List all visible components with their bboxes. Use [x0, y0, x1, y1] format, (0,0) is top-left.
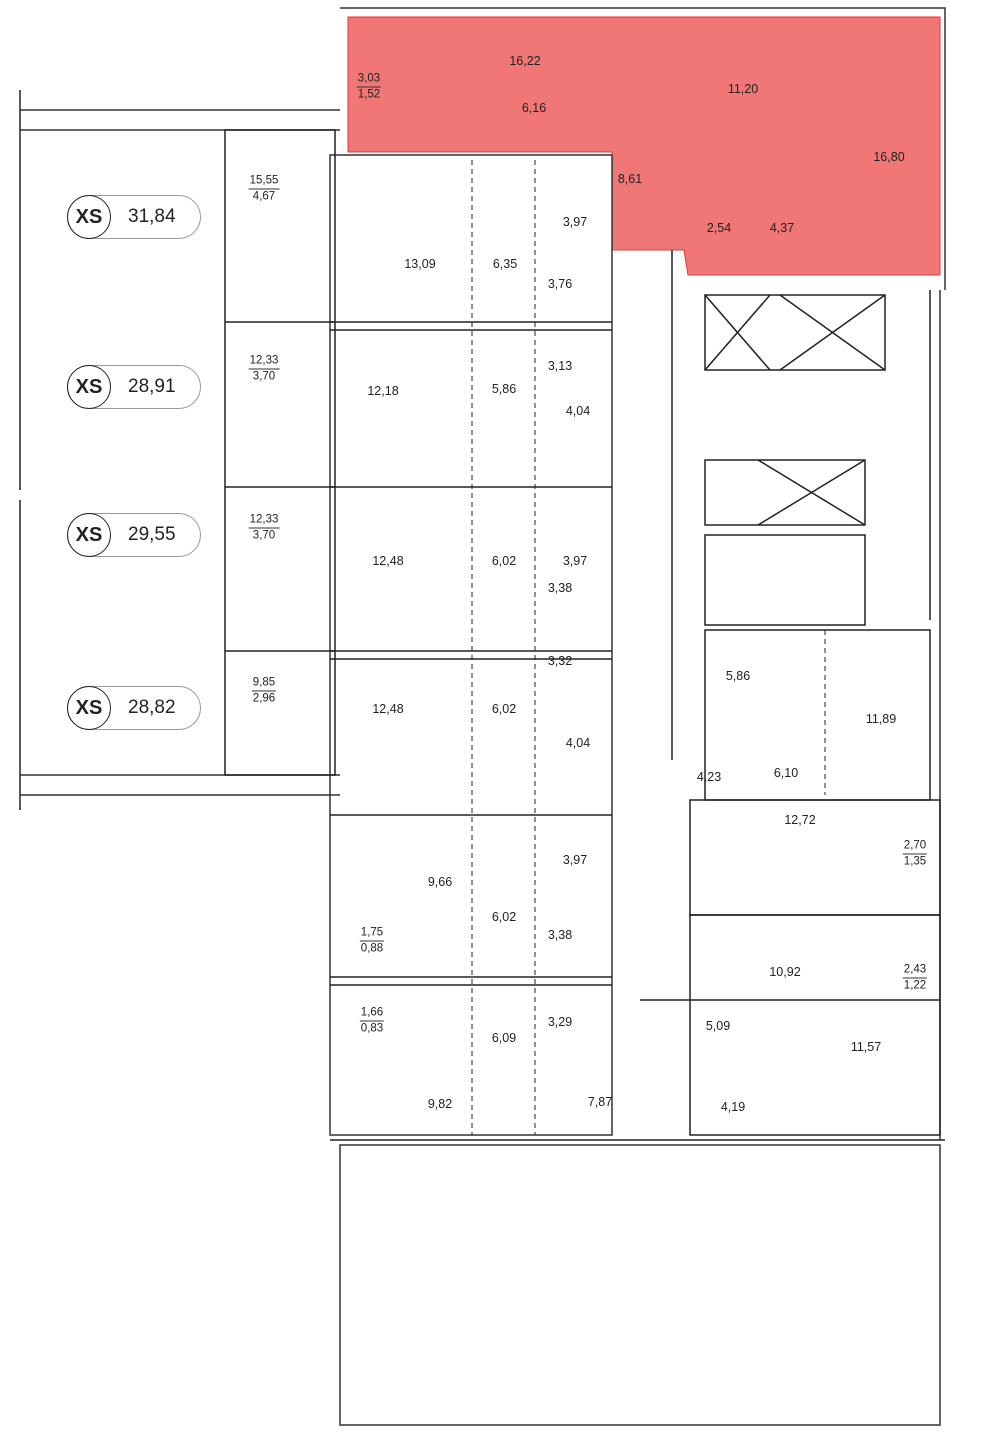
- apartment-badge[interactable]: XS 31,84: [67, 195, 201, 239]
- room-area: 8,61: [617, 172, 643, 186]
- apartment-badge[interactable]: XS 29,55: [67, 513, 201, 557]
- apartment-badge[interactable]: XS 28,91: [67, 365, 201, 409]
- room-area: 3,13: [547, 359, 573, 373]
- room-area: 6,16: [521, 101, 547, 115]
- terrace-area: 15,55: [248, 174, 280, 190]
- room-area: 3,97: [562, 215, 588, 229]
- terrace-area: 12,33: [248, 354, 280, 370]
- badge-area: 29,55: [128, 524, 176, 545]
- balcony-area: 1,75: [359, 926, 385, 942]
- balcony-reduced-area: 0,88: [360, 942, 384, 955]
- room-area: 6,35: [492, 257, 518, 271]
- room-area: 7,87: [587, 1095, 613, 1109]
- room-area: 4,19: [720, 1100, 746, 1114]
- balcony-area: 1,66: [359, 1006, 385, 1022]
- apartment-badge[interactable]: XS 28,82: [67, 686, 201, 730]
- room-area: 3,97: [562, 554, 588, 568]
- room-area: 4,37: [769, 221, 795, 235]
- room-area: 4,04: [565, 404, 591, 418]
- room-area: 5,09: [705, 1019, 731, 1033]
- room-area: 6,02: [491, 910, 517, 924]
- terrace-reduced-area: 4,67: [252, 190, 276, 203]
- room-area: 4,04: [565, 736, 591, 750]
- room-area: 3,32: [547, 654, 573, 668]
- room-area: 3,38: [547, 581, 573, 595]
- badge-area: 28,91: [128, 376, 176, 397]
- room-area: 11,20: [727, 82, 759, 96]
- room-area: 16,80: [873, 150, 905, 164]
- badge-type: XS: [67, 365, 111, 409]
- room-area: 3,29: [547, 1015, 573, 1029]
- room-area: 4,23: [696, 770, 722, 784]
- highlighted-apartment[interactable]: [347, 16, 941, 276]
- room-area: 6,10: [773, 766, 799, 780]
- balcony-reduced-area: 1,22: [903, 979, 927, 992]
- room-area: 5,86: [725, 669, 751, 683]
- terrace-reduced-area: 3,70: [252, 529, 276, 542]
- room-area: 11,89: [865, 712, 897, 726]
- room-area: 10,92: [769, 965, 801, 979]
- room-area: 12,72: [784, 813, 816, 827]
- room-area: 3,97: [562, 853, 588, 867]
- room-area: 2,54: [706, 221, 732, 235]
- room-area: 12,18: [367, 384, 399, 398]
- balcony-reduced-area: 1,52: [357, 88, 381, 101]
- balcony-area: 2,43: [902, 963, 928, 979]
- badge-area: 31,84: [128, 206, 176, 227]
- room-area: 12,48: [372, 554, 404, 568]
- badge-type: XS: [67, 195, 111, 239]
- balcony-reduced-area: 0,83: [360, 1022, 384, 1035]
- room-area: 6,02: [491, 702, 517, 716]
- room-area: 11,57: [850, 1040, 882, 1054]
- terrace-reduced-area: 2,96: [252, 692, 276, 705]
- badge-type: XS: [67, 686, 111, 730]
- terrace-area: 12,33: [248, 513, 280, 529]
- room-area: 3,76: [547, 277, 573, 291]
- badge-area: 28,82: [128, 697, 176, 718]
- room-area: 6,02: [491, 554, 517, 568]
- room-area: 3,38: [547, 928, 573, 942]
- room-area: 13,09: [404, 257, 436, 271]
- room-area: 16,22: [509, 54, 541, 68]
- balcony-area: 2,70: [902, 839, 928, 855]
- room-area: 9,66: [427, 875, 453, 889]
- terrace-area: 9,85: [251, 676, 277, 692]
- room-area: 6,09: [491, 1031, 517, 1045]
- room-area: 9,82: [427, 1097, 453, 1111]
- room-area: 12,48: [372, 702, 404, 716]
- terrace-reduced-area: 3,70: [252, 370, 276, 383]
- room-area: 5,86: [491, 382, 517, 396]
- balcony-area: 3,03: [356, 72, 382, 88]
- balcony-reduced-area: 1,35: [903, 855, 927, 868]
- badge-type: XS: [67, 513, 111, 557]
